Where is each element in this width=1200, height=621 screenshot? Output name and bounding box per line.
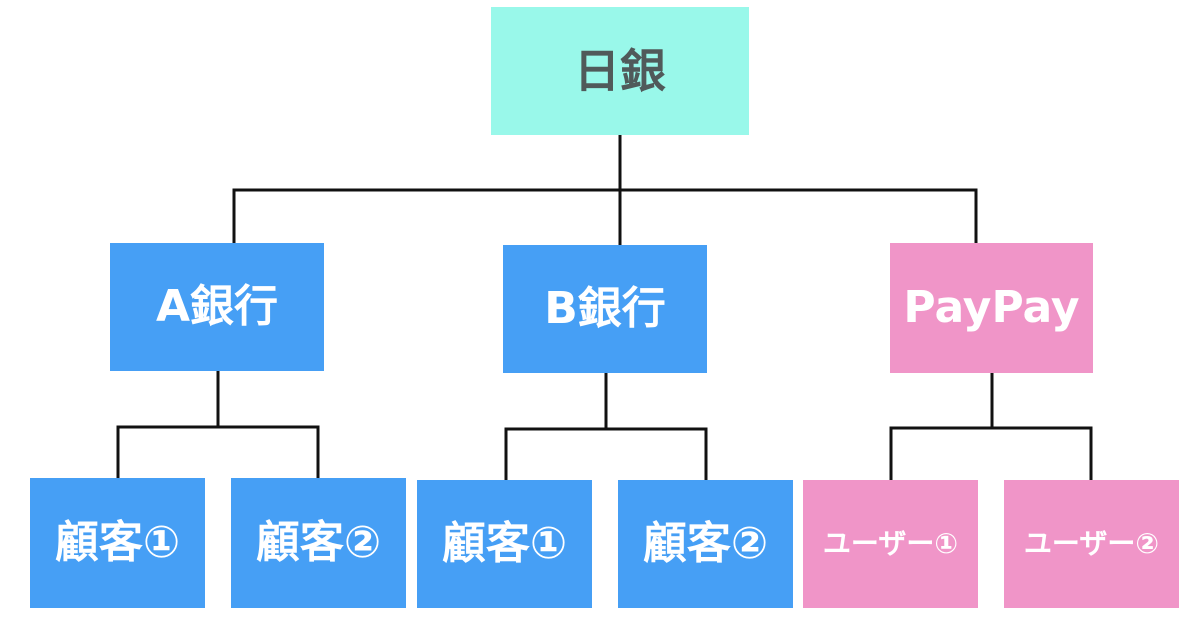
central-bank-label: 日銀 — [574, 44, 666, 98]
bank-b-customer-2-label: 顧客② — [642, 518, 769, 569]
bank-a-customer-2-label: 顧客② — [255, 517, 382, 568]
paypay-user-1-label: ユーザー① — [822, 527, 959, 560]
bank-b-customer-1-label: 顧客① — [441, 518, 568, 569]
bank-b-label: B銀行 — [544, 283, 666, 334]
bank-b-node: B銀行 — [503, 245, 707, 373]
bank-b-customer-1-node: 顧客① — [417, 480, 592, 608]
paypay-node: PayPay — [890, 243, 1093, 373]
bank-b-customer-2-node: 顧客② — [618, 480, 793, 608]
paypay-user-2-label: ユーザー② — [1023, 527, 1160, 560]
bank-a-label: A銀行 — [155, 281, 279, 332]
bank-a-customer-2-node: 顧客② — [231, 478, 406, 608]
paypay-user-2-node: ユーザー② — [1004, 480, 1179, 608]
paypay-user-1-node: ユーザー① — [803, 480, 978, 608]
paypay-label: PayPay — [903, 282, 1080, 333]
bank-a-customer-1-node: 顧客① — [30, 478, 205, 608]
central-bank-node: 日銀 — [491, 7, 749, 135]
bank-a-customer-1-label: 顧客① — [54, 517, 181, 568]
bank-a-node: A銀行 — [110, 243, 324, 371]
